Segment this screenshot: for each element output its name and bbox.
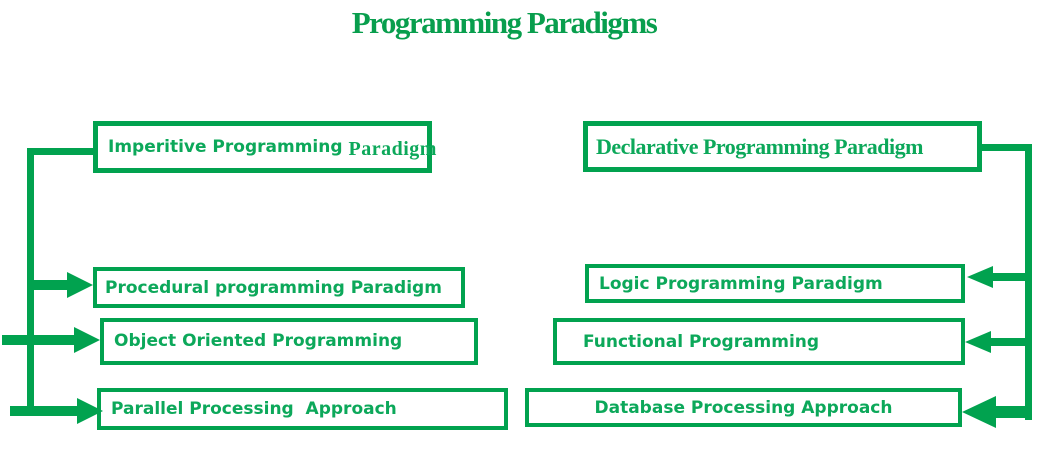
left-arrow-icon [965, 331, 991, 353]
arrow-to-object-oriented [2, 327, 100, 353]
functional-programming-box: Functional Programming [553, 318, 965, 365]
logic-label: Logic Programming Paradigm [599, 273, 883, 294]
declarative-paradigm-box: Declarative Programming Paradigm [583, 121, 982, 172]
left-arrow-icon [962, 396, 996, 428]
database-label: Database Processing Approach [594, 397, 893, 418]
database-processing-box: Database Processing Approach [525, 388, 962, 427]
arrow-tail [994, 406, 1032, 418]
declarative-label: Declarative Programming Paradigm [596, 133, 923, 159]
procedural-label: Procedural programming Paradigm [105, 277, 442, 298]
arrow-tail [28, 280, 69, 290]
right-arrow-icon [67, 272, 93, 298]
imperative-label-part2: Paradigm [348, 137, 437, 160]
arrow-to-functional [965, 331, 1032, 353]
arrow-tail [989, 338, 1032, 346]
functional-label: Functional Programming [583, 332, 820, 352]
logic-programming-box: Logic Programming Paradigm [585, 264, 965, 303]
parallel-processing-box: Parallel Processing Approach [97, 388, 508, 430]
oop-label: Object Oriented Programming [114, 331, 403, 351]
diagram-title: Programming Paradigms [351, 5, 658, 40]
left-arrow-icon [967, 266, 993, 288]
right-branch-vertical-line [1025, 144, 1032, 420]
right-arrow-icon [77, 398, 103, 424]
right-branch-horizontal-line [982, 144, 1032, 151]
arrow-tail [2, 335, 76, 345]
arrow-tail [991, 273, 1032, 281]
arrow-to-procedural [28, 272, 93, 298]
procedural-programming-box: Procedural programming Paradigm [93, 267, 465, 308]
left-branch-horizontal-line [27, 148, 93, 155]
arrow-to-database [962, 396, 1032, 428]
arrow-tail [10, 406, 79, 416]
parallel-label: Parallel Processing Approach [111, 399, 397, 419]
arrow-to-parallel [10, 398, 103, 424]
imperative-paradigm-box: Imperitive Programming Paradigm [93, 121, 436, 173]
right-arrow-icon [74, 327, 100, 353]
object-oriented-programming-box: Object Oriented Programming [100, 318, 478, 365]
imperative-label-part1: Imperitive Programming [108, 137, 343, 157]
arrow-to-logic [967, 266, 1032, 288]
